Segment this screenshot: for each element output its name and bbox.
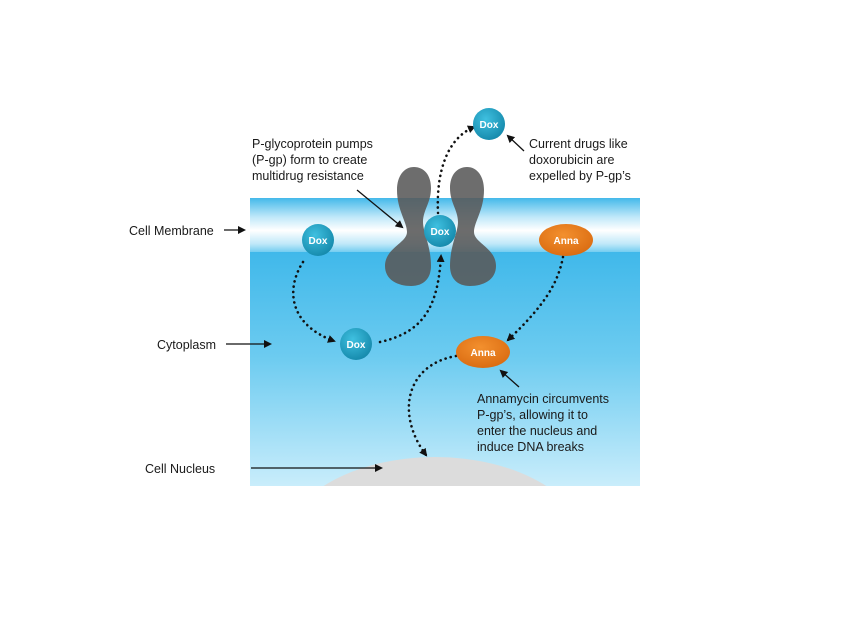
pgp-pump-left [385, 167, 431, 286]
annamycin-annotation: Annamycin circumvents P-gp’s, allowing i… [477, 369, 612, 454]
cytoplasm-callout: Cytoplasm [157, 338, 272, 352]
dox-entry-path [291, 260, 336, 343]
anna-label: Anna [471, 348, 496, 359]
pgp-annotation: P-glycoprotein pumps (P-gp) form to crea… [252, 137, 404, 229]
annamycin-annotation-line: Annamycin circumvents [477, 392, 609, 406]
dox-expel-path [436, 125, 476, 215]
dox-molecule-cytoplasm: Dox [340, 328, 372, 360]
pgp-pump-right [450, 167, 496, 286]
cell-nucleus-callout: Cell Nucleus [145, 462, 383, 476]
cytoplasm-region [250, 250, 640, 486]
current-drugs-annotation-line: Current drugs like [529, 137, 628, 151]
dox-molecule-membrane: Dox [302, 224, 334, 256]
dox-pump-path [378, 254, 445, 344]
cell-nucleus-region [323, 457, 547, 486]
pgp-annotation-line: multidrug resistance [252, 169, 364, 183]
annamycin-annotation-line: P-gp’s, allowing it to [477, 408, 588, 422]
current-drugs-annotation: Current drugs like doxorubicin are expel… [506, 134, 631, 183]
pgp-pump [385, 167, 496, 286]
dox-molecule-expelled: Dox [473, 108, 505, 140]
anna-label: Anna [554, 236, 579, 247]
anna-nucleus-path [407, 354, 458, 457]
dox-label: Dox [480, 120, 499, 131]
pgp-annotation-text: P-glycoprotein pumps (P-gp) form to crea… [252, 137, 376, 183]
cell-nucleus-label: Cell Nucleus [145, 462, 215, 476]
current-drugs-annotation-text: Current drugs like doxorubicin are expel… [529, 137, 631, 183]
cell-membrane-callout: Cell Membrane [129, 224, 246, 238]
pgp-annotation-line: P-glycoprotein pumps [252, 137, 373, 151]
dox-label: Dox [309, 236, 328, 247]
annamycin-annotation-text: Annamycin circumvents P-gp’s, allowing i… [477, 392, 612, 454]
anna-molecule-membrane: Anna [539, 224, 593, 256]
anna-entry-path [506, 255, 565, 342]
current-drugs-annotation-line: doxorubicin are [529, 153, 615, 167]
anna-molecule-cytoplasm: Anna [456, 336, 510, 368]
dox-molecule-pump: Dox [424, 215, 456, 247]
cytoplasm-label: Cytoplasm [157, 338, 216, 352]
cell-membrane-label: Cell Membrane [129, 224, 214, 238]
annamycin-annotation-line: enter the nucleus and [477, 424, 597, 438]
transport-paths [291, 125, 565, 457]
pgp-annotation-line: (P-gp) form to create [252, 153, 367, 167]
annamycin-annotation-line: induce DNA breaks [477, 440, 584, 454]
dox-label: Dox [431, 227, 450, 238]
dox-label: Dox [347, 340, 366, 351]
current-drugs-annotation-line: expelled by P-gp’s [529, 169, 631, 183]
